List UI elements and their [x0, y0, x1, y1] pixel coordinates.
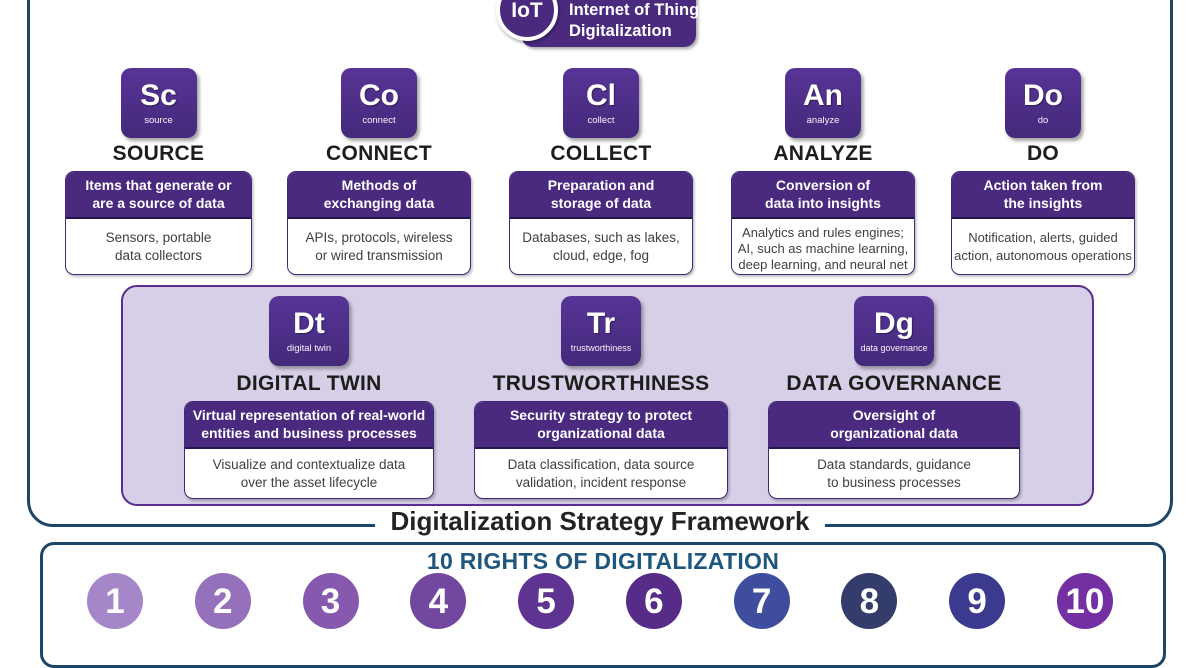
- right-circle-4: 4: [410, 573, 467, 629]
- element-tile-digital-twin: Dt digital twin: [269, 296, 349, 366]
- card-description: Action taken from the insights: [952, 172, 1134, 219]
- card-description: Virtual representation of real-world ent…: [185, 402, 433, 449]
- tile-label: analyze: [806, 114, 840, 126]
- element-tile-do: Do do: [1005, 68, 1081, 138]
- iot-badge-text: Internet of Things Digitalization: [569, 0, 708, 42]
- tile-symbol: Cl: [586, 78, 616, 112]
- right-circle-6: 6: [625, 573, 682, 629]
- tile-symbol: Sc: [140, 78, 177, 112]
- card-examples: Databases, such as lakes, cloud, edge, f…: [522, 230, 680, 263]
- element-name: TRUSTWORTHINESS: [492, 372, 710, 395]
- framework-title: Digitalization Strategy Framework: [0, 506, 1200, 536]
- element-name: ANALYZE: [773, 142, 873, 165]
- card-description: Conversion of data into insights: [732, 172, 914, 219]
- element-tile-trustworthiness: Tr trustworthiness: [561, 296, 641, 366]
- tile-label: connect: [362, 114, 396, 126]
- tile-symbol: Tr: [586, 307, 616, 340]
- right-circle-8: 8: [841, 573, 898, 629]
- card-examples: Analytics and rules engines; AI, such as…: [737, 225, 909, 272]
- card-examples: APIs, protocols, wireless or wired trans…: [305, 230, 453, 263]
- element-name: SOURCE: [112, 142, 205, 165]
- element-name: COLLECT: [550, 142, 652, 165]
- card-examples: Data classification, data source validat…: [507, 457, 695, 490]
- column-data-governance: Dg data governance DATA GOVERNANCE Overs…: [768, 287, 1020, 499]
- element-card-trustworthiness: Security strategy to protect organizatio…: [474, 401, 728, 499]
- card-examples: Data standards, guidance to business pro…: [817, 457, 971, 490]
- card-description: Oversight of organizational data: [769, 402, 1019, 449]
- tile-symbol: Dg: [874, 307, 914, 340]
- tile-symbol: Co: [359, 78, 399, 112]
- governance-panel: Dt digital twin DIGITAL TWIN Virtual rep…: [121, 285, 1094, 506]
- right-circle-10: 10: [1056, 573, 1113, 629]
- column-trustworthiness: Tr trustworthiness TRUSTWORTHINESS Secur…: [474, 287, 728, 499]
- element-card-data-governance: Oversight of organizational data Data st…: [768, 401, 1020, 499]
- element-card-analyze: Conversion of data into insights Analyti…: [731, 171, 915, 275]
- tile-symbol: Do: [1023, 78, 1063, 112]
- card-examples: Sensors, portable data collectors: [105, 230, 212, 263]
- right-circle-9: 9: [949, 573, 1006, 629]
- tile-symbol: An: [803, 78, 843, 112]
- tile-label: digital twin: [286, 342, 332, 354]
- column-collect: Cl collect COLLECT Preparation and stora…: [509, 62, 693, 275]
- element-card-digital-twin: Virtual representation of real-world ent…: [184, 401, 434, 499]
- element-name: CONNECT: [326, 142, 432, 165]
- column-do: Do do DO Action taken from the insights …: [951, 62, 1135, 275]
- card-examples: Visualize and contextualize data over th…: [212, 457, 406, 490]
- rights-title: 10 RIGHTS OF DIGITALIZATION: [426, 548, 780, 574]
- element-name: DIGITAL TWIN: [236, 372, 382, 395]
- iot-badge-line1: Internet of Things: [569, 1, 709, 19]
- column-connect: Co connect CONNECT Methods of exchanging…: [287, 62, 471, 275]
- element-name: DATA GOVERNANCE: [786, 372, 1002, 395]
- card-description: Methods of exchanging data: [288, 172, 470, 219]
- rights-number-row: 1 2 3 4 5 6 7 8 9 10: [87, 573, 1113, 629]
- element-tile-data-governance: Dg data governance: [854, 296, 934, 366]
- element-card-do: Action taken from the insights Notificat…: [951, 171, 1135, 275]
- element-name: DO: [1026, 142, 1060, 165]
- iot-badge-line2: Digitalization: [569, 22, 672, 40]
- element-tile-collect: Cl collect: [563, 68, 639, 138]
- tile-label: collect: [587, 114, 615, 126]
- element-tile-connect: Co connect: [341, 68, 417, 138]
- right-circle-3: 3: [302, 573, 359, 629]
- column-digital-twin: Dt digital twin DIGITAL TWIN Virtual rep…: [184, 287, 434, 499]
- tile-label: trustworthiness: [570, 343, 632, 353]
- element-card-source: Items that generate or are a source of d…: [65, 171, 252, 275]
- card-examples: Notification, alerts, guided action, aut…: [954, 230, 1132, 263]
- framework-title-text: Digitalization Strategy Framework: [374, 506, 826, 536]
- element-card-connect: Methods of exchanging data APIs, protoco…: [287, 171, 471, 275]
- right-circle-7: 7: [733, 573, 790, 629]
- column-analyze: An analyze ANALYZE Conversion of data in…: [731, 62, 915, 275]
- tile-label: data governance: [860, 343, 928, 353]
- right-circle-2: 2: [194, 573, 251, 629]
- card-description: Items that generate or are a source of d…: [66, 172, 251, 219]
- element-card-collect: Preparation and storage of data Database…: [509, 171, 693, 275]
- column-source: Sc source SOURCE Items that generate or …: [65, 62, 252, 275]
- element-tile-source: Sc source: [120, 68, 197, 138]
- right-circle-5: 5: [518, 573, 575, 629]
- tile-symbol: Dt: [293, 306, 325, 340]
- tile-label: do: [1037, 114, 1049, 126]
- iot-symbol: IoT: [511, 0, 543, 22]
- card-description: Security strategy to protect organizatio…: [475, 402, 727, 449]
- card-description: Preparation and storage of data: [510, 172, 692, 219]
- element-tile-analyze: An analyze: [785, 68, 861, 138]
- right-circle-1: 1: [87, 573, 143, 629]
- tile-label: source: [144, 114, 173, 126]
